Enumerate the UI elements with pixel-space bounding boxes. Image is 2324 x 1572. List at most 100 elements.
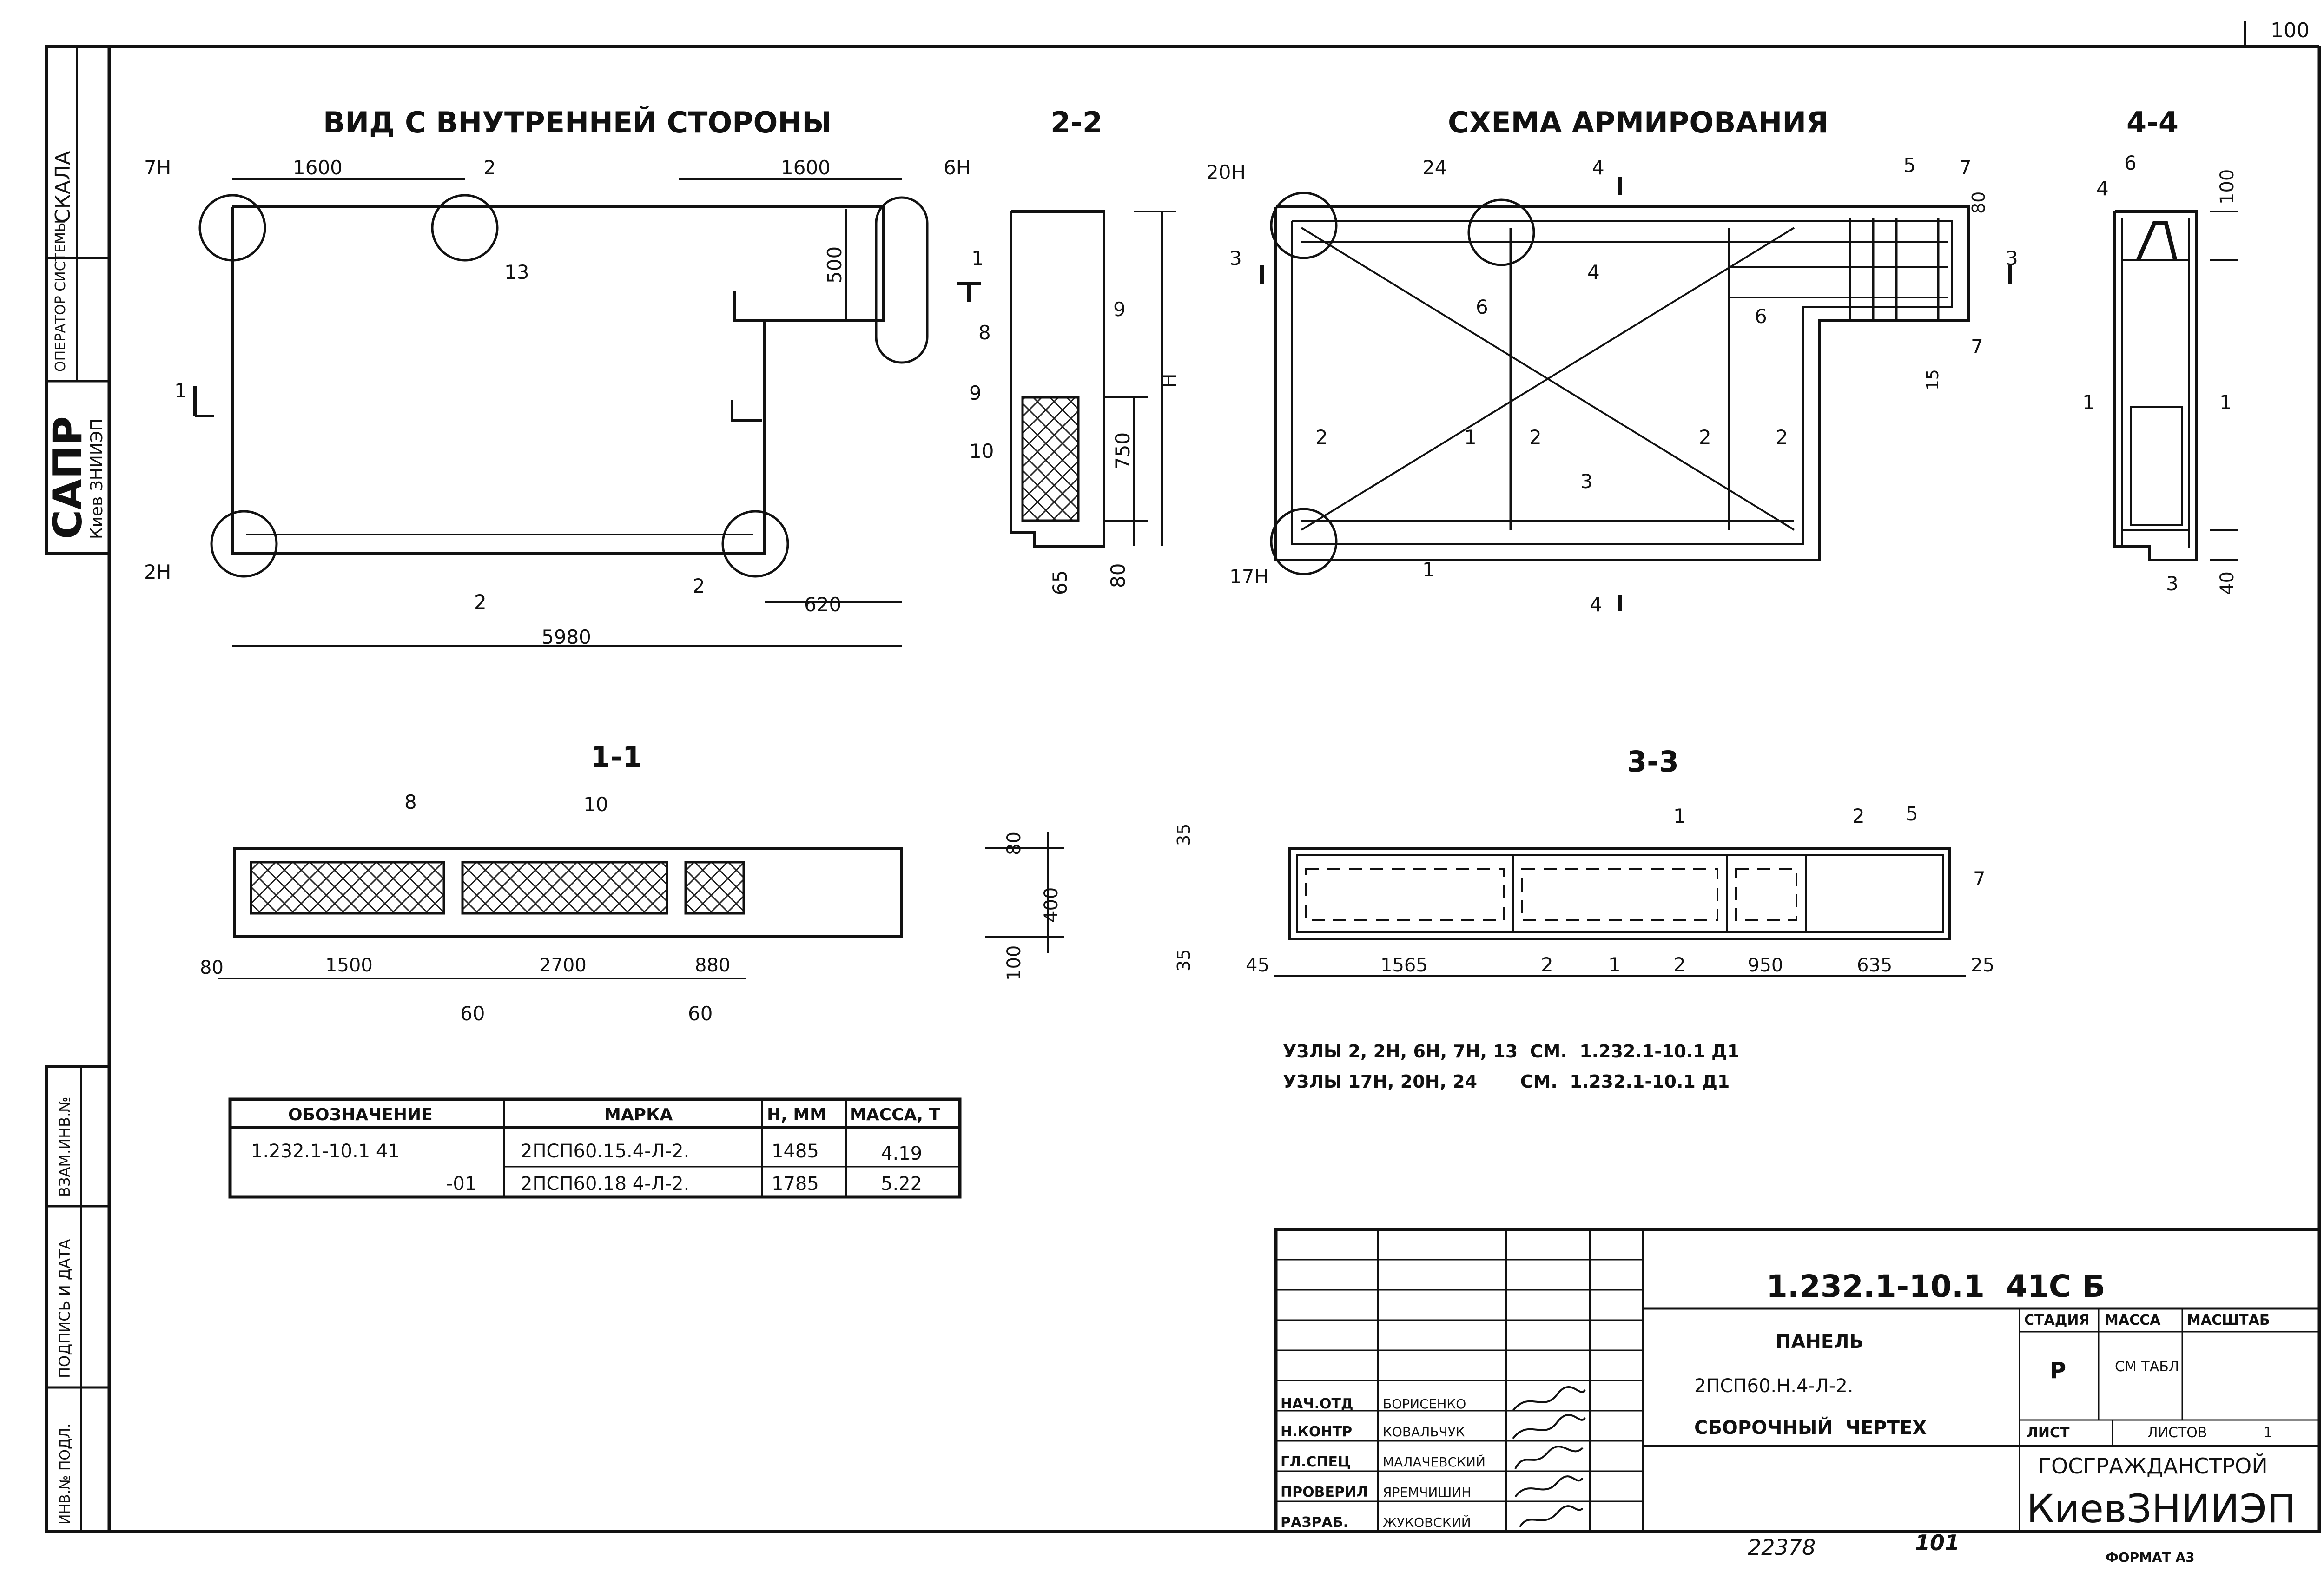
ar-1b: 1 [1422, 558, 1435, 581]
dim-1600-right: 1600 [781, 156, 831, 179]
s11-10: 10 [583, 793, 608, 816]
label-7n: 7Н [144, 156, 171, 179]
ar-3: 3 [1580, 470, 1593, 493]
s44-4: 4 [2096, 177, 2109, 200]
s22-dim-750: 750 [1111, 432, 1134, 469]
title-line-3: СБОРОЧНЫЙ ЧЕРТЕХ [1694, 1416, 1927, 1439]
ar-cut3-left: 3 [1229, 247, 1242, 270]
s11-d80: 80 [200, 957, 224, 978]
ar-cut4-bottom: 4 [1590, 593, 1602, 616]
label-13: 13 [504, 261, 529, 284]
s33-d35a: 35 [1174, 824, 1194, 846]
s11-d2700: 2700 [539, 955, 587, 976]
stage-value: Р [2050, 1358, 2066, 1384]
s44-3: 3 [2166, 572, 2179, 595]
ar-2a: 2 [1315, 426, 1328, 449]
section-4-4-view [2113, 210, 2238, 561]
section-4-4-title: 4-4 [2126, 106, 2179, 139]
label-2: 2 [693, 575, 705, 597]
scale-label-tb: МАСШТАБ [2187, 1312, 2270, 1328]
spec-row1-mass: 4.19 [881, 1143, 922, 1164]
ar-d15: 15 [1923, 369, 1942, 390]
s33-5: 5 [1906, 802, 1918, 825]
label-2n: 2Н [144, 561, 171, 583]
s22-callout-9b: 9 [969, 382, 982, 404]
ar-5: 5 [1903, 154, 1916, 177]
title-line-2: 2ПСП60.Н.4-Л-2. [1694, 1375, 1854, 1397]
org-name-1: ГОСГРАЖДАНСТРОЙ [2038, 1453, 2268, 1479]
s33-2b: 2 [1541, 953, 1553, 976]
ar-20n: 20Н [1206, 161, 1246, 184]
s44-6: 6 [2124, 152, 2137, 174]
name-1: БОРИСЕНКО [1383, 1396, 1466, 1412]
name-2: КОВАЛЬЧУК [1383, 1424, 1465, 1440]
s44-1a: 1 [2082, 391, 2095, 414]
role-2: Н.КОНТР [1281, 1424, 1352, 1440]
inner-side-title: ВИД С ВНУТРЕННЕЙ СТОРОНЫ [323, 106, 832, 139]
ar-4: 4 [1587, 261, 1600, 284]
spec-row2-designation: -01 [446, 1173, 476, 1195]
s11-d80v: 80 [1004, 832, 1025, 855]
s33-d635: 635 [1857, 955, 1892, 976]
note-line-2: УЗЛЫ 17Н, 20Н, 24 СМ. 1.232.1-10.1 Д1 [1283, 1071, 1730, 1092]
cut-1: 1 [174, 379, 187, 402]
s11-d60b: 60 [688, 1002, 713, 1025]
format-label: ФОРМАТ А3 [2106, 1550, 2195, 1565]
s33-2: 2 [1852, 805, 1865, 827]
spec-row2-mark: 2ПСП60.18 4-Л-2. [521, 1173, 689, 1195]
inner-side-view [193, 178, 929, 647]
section-3-3-title: 3-3 [1627, 745, 1679, 779]
sheet-label: ЛИСТ [2027, 1425, 2070, 1441]
s22-callout-8: 8 [978, 321, 991, 344]
spec-header-designation: ОБОЗНАЧЕНИЕ [288, 1105, 433, 1124]
ar-6a: 6 [1476, 296, 1488, 318]
stage-label: СТАДИЯ [2024, 1312, 2090, 1328]
ar-2c: 2 [1699, 426, 1711, 449]
role-3: ГЛ.СПЕЦ [1281, 1454, 1351, 1470]
spec-table: ОБОЗНАЧЕНИЕ МАРКА Н, ММ МАССА, Т 1.232.1… [228, 1097, 962, 1199]
doc-code: 1.232.1-10.1 41С Б [1766, 1268, 2106, 1304]
s11-d100: 100 [1004, 945, 1025, 981]
section-2-2-title: 2-2 [1050, 106, 1103, 139]
s22-callout-10: 10 [969, 440, 994, 462]
reinforcement-title: СХЕМА АРМИРОВАНИЯ [1448, 106, 1829, 139]
spec-header-mass: МАССА, Т [850, 1105, 941, 1124]
ar-cut4-top: 4 [1592, 156, 1604, 179]
s33-d950: 950 [1748, 955, 1783, 976]
name-4: ЯРЕМЧИШИН [1383, 1485, 1471, 1500]
s33-2c: 2 [1673, 953, 1686, 976]
s11-8: 8 [404, 791, 417, 813]
s22-dim-65: 65 [1049, 570, 1071, 595]
s11-d400: 400 [1041, 887, 1062, 923]
operator-label: ОПЕРАТОР СИСТЕМЫ [53, 220, 69, 372]
dim-1600-left: 1600 [293, 156, 343, 179]
spec-header-mark: МАРКА [604, 1105, 673, 1124]
cut-2-top: 2 [483, 156, 496, 179]
s22-dim-80: 80 [1107, 563, 1129, 588]
vzam-inv-label: ВЗАМ.ИНВ.№ [56, 1096, 73, 1197]
spec-row2-mass: 5.22 [881, 1173, 922, 1195]
footer-number-left: 22378 [1748, 1535, 1816, 1560]
title-block: 1.232.1-10.1 41С Б ПАНЕЛЬ 2ПСП60.Н.4-Л-2… [1274, 1228, 2321, 1533]
podpis-data-label: ПОДПИСЬ И ДАТА [56, 1239, 73, 1378]
spec-row1-mark: 2ПСП60.15.4-Л-2. [521, 1141, 689, 1162]
s22-callout-9a: 9 [1113, 298, 1126, 321]
s33-d1565: 1565 [1380, 955, 1428, 976]
org-name-2: КиевЗНИИЭП [2027, 1486, 2296, 1532]
section-1-1-title: 1-1 [590, 740, 642, 774]
sapr-label: САПР [45, 416, 91, 539]
mass-label: МАССА [2105, 1312, 2161, 1328]
ar-6b: 6 [1755, 305, 1767, 328]
s11-d1500: 1500 [325, 955, 373, 976]
reinforcement-view [1260, 177, 2012, 611]
spec-row2-h: 1785 [772, 1173, 819, 1195]
role-5: РАЗРАБ. [1281, 1514, 1348, 1531]
ar-d80: 80 [1968, 192, 1989, 214]
s33-1b: 1 [1608, 953, 1621, 976]
corner-number: 100 [2271, 19, 2310, 42]
s44-d100: 100 [2217, 169, 2238, 205]
section-2-2-view [957, 210, 1176, 548]
s33-d35b: 35 [1174, 949, 1194, 971]
s33-1: 1 [1673, 805, 1686, 827]
